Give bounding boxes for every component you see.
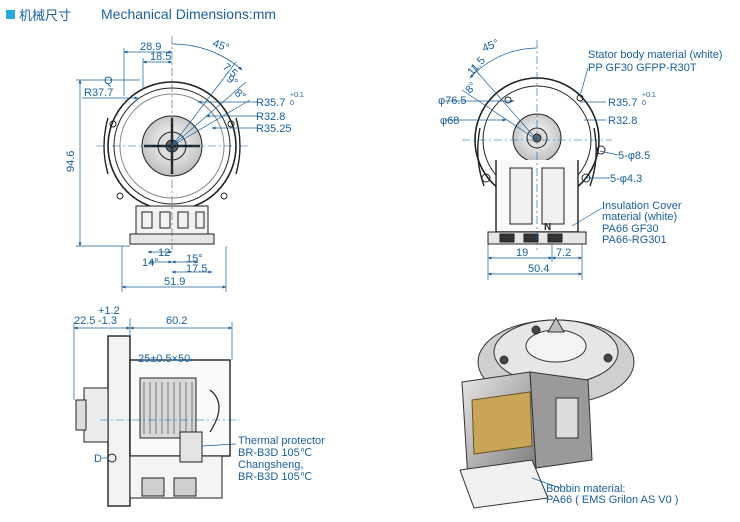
side-terminal-a	[141, 477, 165, 497]
stator-note-line1: Stator body material (white)	[588, 49, 723, 61]
dim-28-9: 28.9	[140, 41, 161, 53]
side-pump-nose	[83, 387, 109, 443]
side-terminal-b	[173, 477, 197, 497]
side-flange	[107, 335, 131, 507]
mark-n: N	[544, 222, 551, 233]
front-screw-hole-1	[109, 120, 117, 128]
dim-19: 19	[516, 247, 528, 259]
iso-hole-1	[531, 325, 541, 335]
thermal-protector	[179, 431, 203, 463]
front-screw-hole-4	[220, 192, 228, 200]
iso-hole-2	[603, 353, 613, 363]
front-screw-hole-3	[116, 192, 124, 200]
dim-12: 12	[158, 247, 170, 259]
dim-94-6: 94.6	[65, 151, 77, 172]
front-screw-hole-2	[227, 120, 235, 128]
dim-15deg: 15°	[186, 253, 203, 265]
page-header: 机械尺寸 Mechanical Dimensions:mm	[6, 4, 276, 24]
dim-phi68: φ68	[440, 115, 459, 127]
front-dimensions	[76, 43, 258, 292]
dim-60-2: 60.2	[166, 315, 187, 327]
dim-7-2: 7.2	[556, 247, 571, 259]
side-end-cap	[209, 389, 220, 433]
dim-8deg-back: 8°	[463, 80, 479, 96]
side-view	[75, 335, 240, 507]
thermal-note-line2: BR-B3D 105℃	[238, 447, 312, 459]
dim-r35-7-tol2-back: 0	[642, 100, 646, 107]
side-shaft-tip	[75, 399, 87, 431]
dim-r32-8-front: R32.8	[256, 111, 285, 123]
back-ear-left	[477, 127, 485, 187]
dim-22-5: 22.5	[74, 315, 95, 327]
dim-r35-7-back: R35.7	[608, 97, 637, 109]
thermal-note-line3: Changsheng,	[238, 459, 303, 471]
header-bullet-icon	[6, 9, 15, 19]
dim-5-phi8-5: 5-φ8.5	[618, 150, 650, 162]
dim-14deg: 14°	[142, 257, 159, 269]
iso-bobbin	[459, 459, 549, 509]
dim-8deg: 8°	[232, 87, 248, 103]
front-terminal-2	[159, 211, 171, 229]
dim-r35-7-front: R35.7	[256, 97, 285, 109]
dim-r35-7-tol2-front: 0	[290, 100, 294, 107]
back-notes: Stator body material (white) PP GF30 GFP…	[588, 49, 723, 246]
dim-r35-7-tol-back: +0.1	[642, 92, 656, 99]
dim-5-phi4-3: 5-φ4.3	[610, 173, 642, 185]
back-dimensions	[445, 47, 619, 280]
title-en: Mechanical Dimensions:mm	[101, 6, 277, 22]
label-q: Q	[104, 75, 113, 87]
iso-hole-3	[499, 355, 509, 365]
cover-note-line1: Insulation Cover	[602, 200, 682, 212]
dim-minus-1-3: -1.3	[98, 315, 117, 327]
dim-18-5: 18.5	[150, 51, 171, 63]
thermal-note-line4: BR-B3D 105℃	[238, 471, 312, 483]
dim-r32-8-back: R32.8	[608, 115, 637, 127]
dim-phi76-5: φ76.5	[438, 95, 467, 107]
dim-25-wire: 25±0.5×50	[138, 353, 190, 365]
bobbin-note-line2: PA66 ( EMS Grilon AS V0 )	[546, 494, 678, 506]
back-slot-right	[541, 167, 565, 225]
dim-r37-7: R37.7	[84, 87, 113, 99]
dim-45-back: 45°	[481, 37, 501, 54]
back-ear-right	[589, 127, 597, 187]
front-dimension-labels: 28.9 18.5 45° 7.5 9° 8° Q R37.7 R35.7 +0…	[65, 38, 304, 288]
dim-50-4: 50.4	[528, 263, 549, 275]
back-terminal-2	[523, 233, 539, 243]
back-hole-3	[481, 173, 491, 183]
title-cn: 机械尺寸	[19, 8, 72, 24]
iso-side-bracket	[555, 397, 579, 439]
dim-r35-7-tol-front: +0.1	[290, 92, 304, 99]
iso-notes: Bobbin material: PA66 ( EMS Grilon AS V0…	[531, 477, 678, 506]
side-dimensions	[73, 318, 237, 459]
iso-impeller-hub	[525, 329, 587, 363]
side-dimension-labels: +1.2 22.5 -1.3 60.2 25±0.5×50 D Thermal …	[74, 305, 325, 483]
back-terminal-1	[499, 233, 515, 243]
dim-17-5: 17.5	[186, 263, 207, 275]
cover-note-line2: material (white)	[602, 211, 677, 223]
front-terminal-3	[177, 211, 189, 229]
bobbin-leader	[531, 477, 561, 489]
bobbin-note-line1: Bobbin material:	[546, 483, 626, 495]
back-terminal-3	[547, 233, 563, 243]
iso-impeller-fin	[547, 316, 565, 333]
dim-plus-1-2: +1.2	[98, 305, 120, 317]
dim-11-5: 11.5	[465, 55, 488, 78]
dim-51-9: 51.9	[164, 276, 185, 288]
cover-note-line4: PA66-RG301	[602, 234, 667, 246]
front-terminal-1	[141, 211, 153, 229]
cover-note-line3: PA66 GF30	[602, 223, 659, 235]
label-d: D	[94, 453, 102, 465]
dim-45-front: 45°	[211, 38, 231, 55]
back-slot-left	[509, 167, 533, 225]
iso-copper-coil	[471, 391, 533, 455]
back-hole-5	[596, 145, 606, 155]
front-terminal-4	[195, 211, 205, 229]
thermal-note-line1: Thermal protector	[238, 435, 325, 447]
stator-note-line2: PP GF30 GFPP-R30T	[588, 62, 697, 74]
back-hole-1	[504, 96, 512, 104]
iso-view	[459, 316, 635, 509]
dim-r35-25: R35.25	[256, 123, 291, 135]
